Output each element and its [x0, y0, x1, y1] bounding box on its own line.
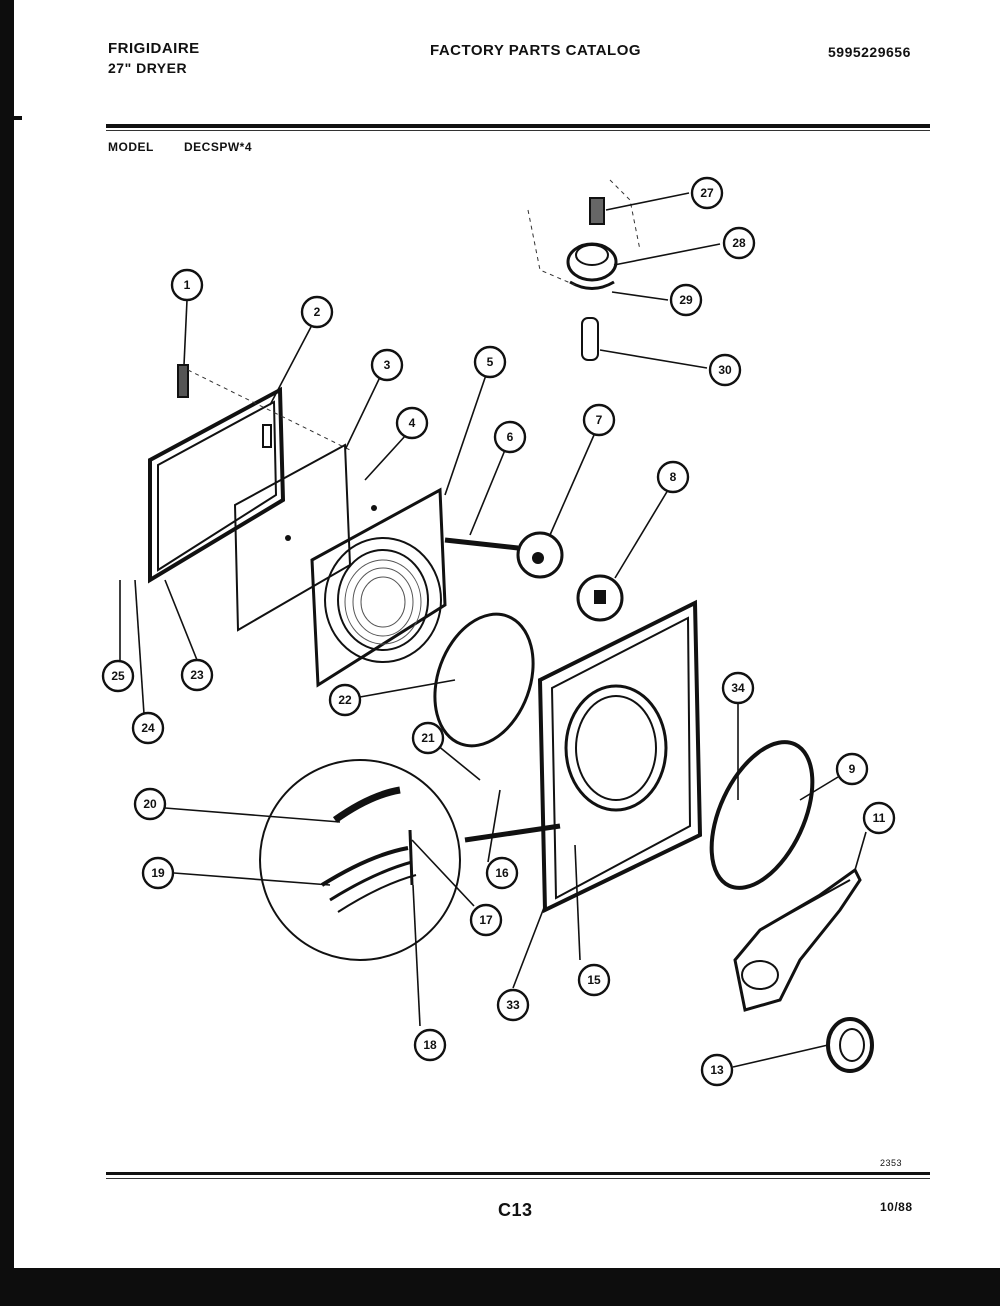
callout-17: 17	[469, 903, 503, 937]
callout-30: 30	[708, 353, 742, 387]
svg-text:33: 33	[506, 998, 520, 1012]
switch-assembly	[527, 179, 641, 361]
callout-21: 21	[411, 721, 445, 755]
drawing-number: 2353	[880, 1158, 903, 1168]
svg-text:15: 15	[587, 973, 601, 987]
scan-border-bottom	[0, 1268, 1000, 1306]
svg-text:23: 23	[190, 668, 204, 682]
catalog-title: FACTORY PARTS CATALOG	[430, 42, 642, 59]
callout-7: 7	[582, 403, 616, 437]
svg-text:2: 2	[314, 305, 321, 319]
svg-text:8: 8	[670, 470, 677, 484]
callout-22: 22	[328, 683, 362, 717]
svg-text:28: 28	[732, 236, 746, 250]
product-name: 27" DRYER	[108, 60, 188, 76]
callout-2: 2	[300, 295, 334, 329]
clip-7	[444, 531, 564, 579]
callout-20: 20	[133, 787, 167, 821]
svg-text:13: 13	[710, 1063, 724, 1077]
callout-3: 3	[370, 348, 404, 382]
rear-bracket	[733, 867, 862, 1012]
svg-text:3: 3	[384, 358, 391, 372]
svg-text:9: 9	[849, 762, 856, 776]
door-seal	[433, 612, 535, 748]
front-panel	[310, 487, 447, 688]
svg-text:16: 16	[495, 866, 509, 880]
svg-text:19: 19	[151, 866, 165, 880]
svg-text:4: 4	[409, 416, 416, 430]
callout-29: 29	[669, 283, 703, 317]
callout-18: 18	[413, 1028, 447, 1062]
svg-text:24: 24	[141, 721, 155, 735]
svg-text:30: 30	[718, 363, 732, 377]
callout-11: 11	[862, 801, 896, 835]
clip-8	[576, 574, 624, 622]
door-inner-panel	[233, 443, 352, 632]
callout-27: 27	[690, 176, 724, 210]
svg-text:11: 11	[873, 811, 886, 825]
callout-1: 1	[170, 268, 204, 302]
callout-23: 23	[180, 658, 214, 692]
callout-28: 28	[722, 226, 756, 260]
svg-text:20: 20	[143, 797, 157, 811]
callout-6: 6	[493, 420, 527, 454]
model-value: DECSPW*4	[184, 140, 253, 154]
svg-text:7: 7	[596, 413, 603, 427]
callout-9: 9	[835, 752, 869, 786]
svg-text:22: 22	[338, 693, 352, 707]
main-front-panel	[464, 599, 703, 914]
svg-text:6: 6	[507, 430, 514, 444]
detail-view	[259, 759, 461, 961]
callout-19: 19	[141, 856, 175, 890]
footer-rule	[106, 1172, 930, 1175]
scan-border-left	[0, 0, 14, 1306]
brand-name: FRIGIDAIRE	[108, 40, 200, 57]
footer-rule-thin	[106, 1178, 930, 1179]
svg-text:29: 29	[679, 293, 693, 307]
callout-4: 4	[395, 406, 429, 440]
callout-8: 8	[656, 460, 690, 494]
svg-text:21: 21	[421, 731, 435, 745]
callout-13: 13	[700, 1053, 734, 1087]
svg-text:1: 1	[184, 278, 191, 292]
svg-text:18: 18	[423, 1038, 437, 1052]
svg-text:17: 17	[479, 913, 493, 927]
door-outer-panel	[148, 386, 286, 584]
svg-text:34: 34	[731, 681, 745, 695]
callout-33: 33	[496, 988, 530, 1022]
svg-text:25: 25	[111, 669, 125, 683]
model-label: MODEL	[108, 140, 154, 154]
callout-34: 34	[721, 671, 755, 705]
callout-5: 5	[473, 345, 507, 379]
svg-text:5: 5	[487, 355, 494, 369]
leader-lines	[119, 192, 867, 1068]
callout-25: 25	[101, 659, 135, 693]
bearing	[826, 1017, 874, 1073]
front-bulkhead-ring	[709, 740, 815, 890]
door-hinge	[177, 364, 351, 451]
catalog-part-number: 5995229656	[828, 44, 911, 60]
catalog-date: 10/88	[880, 1200, 913, 1214]
callout-16: 16	[485, 856, 519, 890]
page-code: C13	[498, 1200, 533, 1220]
header-rule-thin	[106, 130, 930, 131]
svg-text:27: 27	[700, 186, 714, 200]
header-rule	[106, 124, 930, 128]
callout-15: 15	[577, 963, 611, 997]
scan-border-tick	[0, 116, 22, 120]
callout-24: 24	[131, 711, 165, 745]
